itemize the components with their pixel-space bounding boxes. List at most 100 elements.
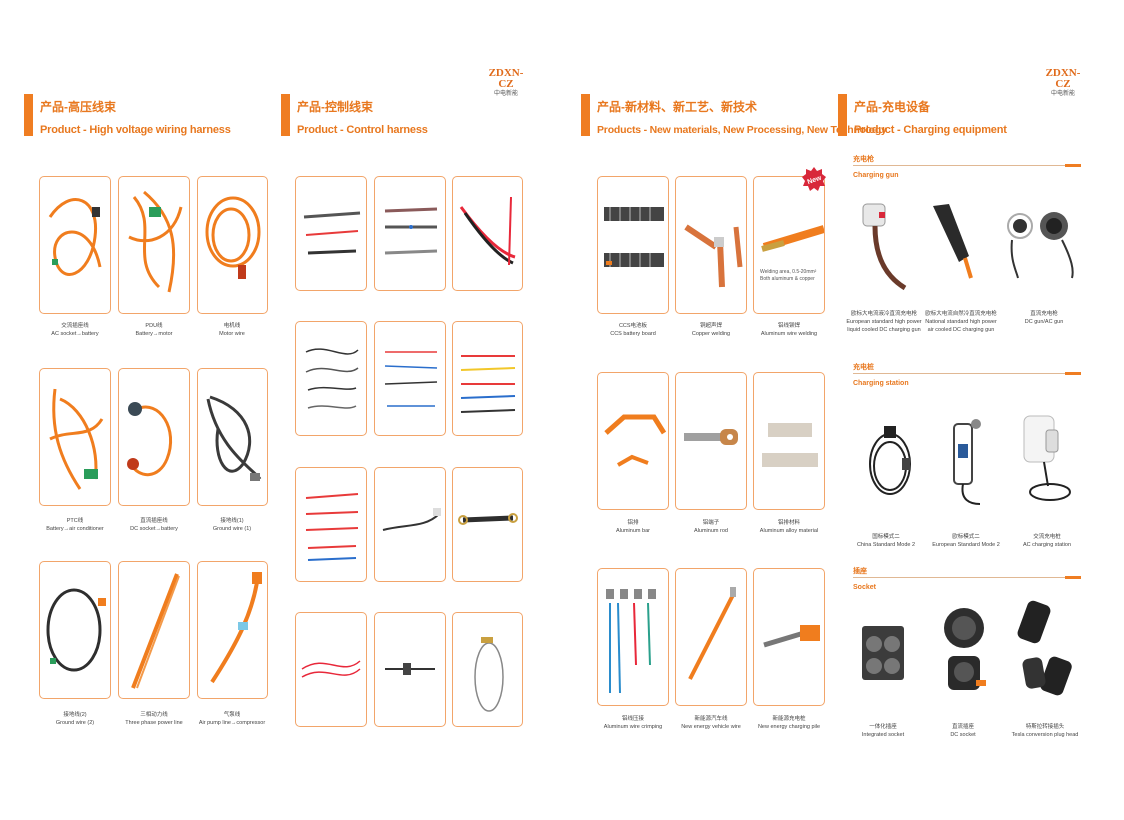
- product-card: [452, 176, 523, 291]
- product-card: [39, 368, 111, 506]
- tesla-adapter-photo: [1017, 600, 1072, 696]
- section-title-cn: 插座: [853, 568, 867, 575]
- ac-station-photo: [1023, 415, 1071, 501]
- page-title-en: Products - New materials, New Processing…: [597, 124, 887, 136]
- vehicle-wire-photo: [688, 587, 736, 680]
- product-card: [452, 321, 523, 436]
- product-caption: 接地线(1)Ground wire (1): [212, 518, 252, 532]
- product-card: [118, 368, 190, 506]
- page-high-voltage: 产品-高压线束 Product - High voltage wiring ha…: [0, 0, 281, 820]
- svg-text:New: New: [807, 174, 823, 186]
- section-title-cn: 充电枪: [853, 156, 874, 163]
- product-card: Welding area, 0.5-20mm² Both aluminum & …: [753, 176, 825, 314]
- product-card: [452, 467, 523, 582]
- product-card: [753, 372, 825, 510]
- harness-photo: [305, 348, 359, 409]
- page-title-cn: 产品-高压线束: [40, 100, 116, 114]
- harness-photo: [127, 402, 173, 477]
- product-card: [597, 372, 669, 510]
- product-card: [452, 612, 523, 727]
- product-card: [597, 176, 669, 314]
- section-rule: [853, 165, 1065, 166]
- dc-ac-gun-photo: [1007, 212, 1074, 279]
- aluminum-rod-photo: [684, 429, 738, 445]
- wire-crimping-photo: [606, 589, 656, 694]
- harness-photo: [474, 637, 504, 712]
- product-card: [295, 612, 367, 727]
- harness-photo: [460, 355, 516, 413]
- product-card: [295, 321, 367, 436]
- product-card: [118, 176, 190, 314]
- product-card: [675, 372, 747, 510]
- product-card: [295, 176, 367, 291]
- harness-photo: [210, 572, 262, 684]
- harness-photo: [305, 493, 359, 561]
- title-bar: [281, 94, 290, 136]
- brand-logo: ZDXN-CZ 中电新能: [1045, 67, 1081, 98]
- product-card: [675, 176, 747, 314]
- china-mode2-photo: [869, 426, 911, 495]
- section-title-cn: 充电桩: [853, 364, 874, 371]
- harness-photo: [384, 351, 438, 407]
- page-title-en: Product - Control harness: [297, 124, 428, 136]
- section-rule-end: [1065, 372, 1081, 375]
- harness-photo: [48, 198, 102, 276]
- harness-photo: [206, 395, 262, 481]
- product-card: [39, 176, 111, 314]
- aluminum-welding-photo: [761, 225, 824, 252]
- harness-photo: [459, 196, 516, 266]
- section-title-en: Socket: [853, 584, 876, 591]
- title-bar: [581, 94, 590, 136]
- product-card: [197, 176, 268, 314]
- product-card: [374, 467, 446, 582]
- product-card: [753, 568, 825, 706]
- product-card: [374, 321, 446, 436]
- page-title-en: Product - Charging equipment: [854, 124, 1007, 136]
- harness-photo: [49, 388, 104, 490]
- product-card: [197, 561, 268, 699]
- euro-mode2-photo: [953, 419, 981, 505]
- new-badge-icon: New: [802, 167, 826, 191]
- battery-board-photo: [604, 207, 664, 267]
- liquid-cooled-gun-photo: [862, 203, 907, 291]
- section-rule-end: [1065, 576, 1081, 579]
- harness-photo: [384, 207, 438, 255]
- section-rule: [853, 577, 1065, 578]
- section-title-en: Charging gun: [853, 172, 899, 179]
- product-card: [295, 467, 367, 582]
- section-rule-end: [1065, 164, 1081, 167]
- harness-photo: [301, 660, 361, 678]
- product-card: [197, 368, 268, 506]
- product-card: [374, 176, 446, 291]
- charging-pile-photo: [763, 625, 820, 648]
- product-card: [675, 568, 747, 706]
- integrated-socket-photo: [862, 626, 904, 680]
- section-rule: [853, 373, 1065, 374]
- aluminum-bar-photo: [604, 414, 667, 467]
- harness-photo: [382, 508, 441, 531]
- harness-photo: [385, 663, 435, 675]
- page-title-cn: 产品-控制线束: [297, 100, 373, 114]
- harness-photo: [131, 573, 180, 689]
- harness-photo: [128, 190, 183, 293]
